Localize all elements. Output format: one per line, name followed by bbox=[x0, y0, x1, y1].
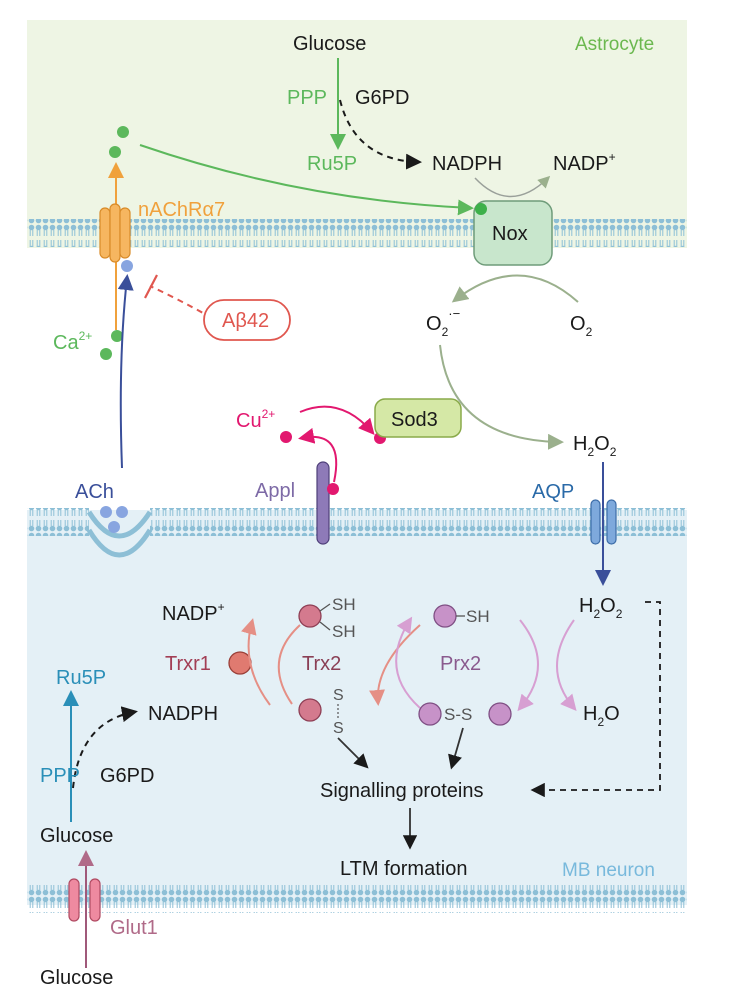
calcium-to-nox-arrow bbox=[139, 144, 474, 216]
nox-enzyme bbox=[473, 200, 553, 266]
g6pd-astro-label: G6PD bbox=[355, 87, 409, 109]
trx2-sh-top: SH bbox=[332, 595, 356, 614]
astrocyte-region bbox=[27, 20, 687, 248]
prx2-oxidized-right bbox=[488, 702, 512, 726]
glucose-neuron-label: Glucose bbox=[40, 825, 113, 847]
signalling-proteins-label: Signalling proteins bbox=[320, 780, 483, 802]
ppp-neuron-label: PPP bbox=[40, 765, 80, 787]
glucose-bottom-label: Glucose bbox=[40, 967, 113, 989]
trx2-oxidized bbox=[298, 698, 322, 722]
astrocyte-label: Astrocyte bbox=[575, 34, 654, 55]
trx2-s-bottom: S bbox=[333, 720, 344, 737]
oxygen-label: O2 bbox=[570, 313, 593, 339]
aqp-channel-right bbox=[606, 499, 617, 545]
neuron-membrane-bottom bbox=[27, 885, 687, 913]
trxr1-enzyme bbox=[228, 651, 252, 675]
water-label: H2O bbox=[583, 703, 620, 729]
signal-dot-1 bbox=[117, 126, 129, 138]
g6pd-neuron-dashed-arrow bbox=[72, 706, 138, 789]
trx2-prx2-arc-up bbox=[395, 616, 421, 709]
trx2-to-signalling-arrow bbox=[337, 737, 369, 769]
superoxide-to-h2o2-arrow bbox=[439, 344, 564, 450]
calcium-dot-1 bbox=[111, 330, 123, 342]
trx2-s-top: S bbox=[333, 687, 344, 704]
h2o2-intracellular-label: H2O2 bbox=[579, 595, 623, 621]
nachr-subunit-2 bbox=[109, 203, 121, 263]
abeta-inhibition-line bbox=[149, 285, 213, 319]
glut1-channel-left bbox=[68, 878, 80, 922]
synaptic-vesicle-pit bbox=[86, 510, 153, 539]
appl-to-copper-arrow bbox=[298, 427, 338, 483]
aqp-label: AQP bbox=[532, 481, 574, 503]
prx2-ss-label: S-S bbox=[444, 705, 472, 724]
glut1-channel-right bbox=[89, 878, 101, 922]
trxr1-cycle-arc-up bbox=[241, 618, 271, 706]
trx2-label: Trx2 bbox=[302, 653, 341, 675]
nachr-binding-dot bbox=[121, 260, 133, 272]
appl-protein bbox=[316, 461, 330, 545]
glut1-label: Glut1 bbox=[110, 917, 158, 939]
ach-dot-3 bbox=[108, 521, 120, 533]
prx2-h2o2-arc-down bbox=[517, 619, 539, 712]
prx2-to-signalling-arrow bbox=[448, 727, 464, 770]
ru5p-neuron-label: Ru5P bbox=[56, 667, 106, 689]
signal-dot-2 bbox=[109, 146, 121, 158]
appl-copper-dot bbox=[327, 483, 339, 495]
astrocyte-membrane bbox=[27, 219, 687, 247]
h2o2-to-signalling-dashed bbox=[530, 601, 661, 798]
copper-dot-top bbox=[280, 431, 292, 443]
ru5p-astro-label: Ru5P bbox=[307, 153, 357, 175]
h2o2-extracellular-label: H2O2 bbox=[573, 433, 617, 459]
mb-neuron-label: MB neuron bbox=[562, 860, 655, 881]
trx2-reduced bbox=[298, 604, 322, 628]
prx2-sh: SH bbox=[466, 607, 490, 626]
nadph-astro-label: NADPH bbox=[432, 153, 502, 175]
ach-to-nachr-arrow bbox=[117, 274, 134, 469]
calcium-label: Ca2+ bbox=[53, 329, 92, 354]
nadph-neuron-label: NADPH bbox=[148, 703, 218, 725]
nadph-to-nadp-arc bbox=[474, 175, 551, 198]
nadp-neuron-label: NADP+ bbox=[162, 600, 225, 625]
abeta-box bbox=[203, 299, 291, 341]
nachr-label: nAChRα7 bbox=[138, 199, 225, 221]
g6pd-astro-dashed-arrow bbox=[339, 99, 422, 170]
nox-bound-dot bbox=[475, 203, 487, 215]
prx2-oxidized-left bbox=[418, 702, 442, 726]
prx2-reduced bbox=[433, 604, 457, 628]
synaptic-vesicle-pit-inner bbox=[86, 528, 153, 558]
copper-label: Cu2+ bbox=[236, 407, 275, 432]
nachr-subunit-1 bbox=[99, 207, 111, 259]
nadp-astro-label: NADP+ bbox=[553, 150, 616, 175]
g6pd-neuron-label: G6PD bbox=[100, 765, 154, 787]
appl-label: Appl bbox=[255, 480, 295, 502]
abeta-inhibition-bar bbox=[144, 274, 158, 299]
trxr1-cycle-arc-down bbox=[277, 624, 301, 705]
nachr-subunit-3 bbox=[119, 207, 131, 259]
ppp-astro-label: PPP bbox=[287, 87, 327, 109]
o2-to-superoxide-arc bbox=[451, 274, 579, 303]
copper-to-sod3-arrow bbox=[299, 405, 375, 436]
ltm-label: LTM formation bbox=[340, 858, 467, 880]
abeta-label: Aβ42 bbox=[222, 310, 269, 332]
ach-dot-2 bbox=[116, 506, 128, 518]
trx2-sh-bottom: SH bbox=[332, 622, 356, 641]
sod3-label: Sod3 bbox=[391, 409, 438, 431]
sod3-enzyme bbox=[374, 398, 462, 438]
ach-dot-1 bbox=[100, 506, 112, 518]
superoxide-label: O2·− bbox=[426, 306, 460, 339]
calcium-dot-2 bbox=[100, 348, 112, 360]
ach-label: ACh bbox=[75, 481, 114, 503]
aqp-channel-left bbox=[590, 499, 601, 545]
nox-label: Nox bbox=[492, 223, 528, 245]
trxr1-label: Trxr1 bbox=[165, 653, 211, 675]
trx2-sh-bond-1 bbox=[319, 603, 331, 612]
prx2-label: Prx2 bbox=[440, 653, 481, 675]
neuron-membrane-top-left bbox=[27, 508, 89, 536]
glucose-astro-label: Glucose bbox=[293, 33, 366, 55]
h2o2-to-h2o-arc bbox=[556, 619, 577, 712]
trx2-sh-bond-2 bbox=[319, 621, 331, 631]
